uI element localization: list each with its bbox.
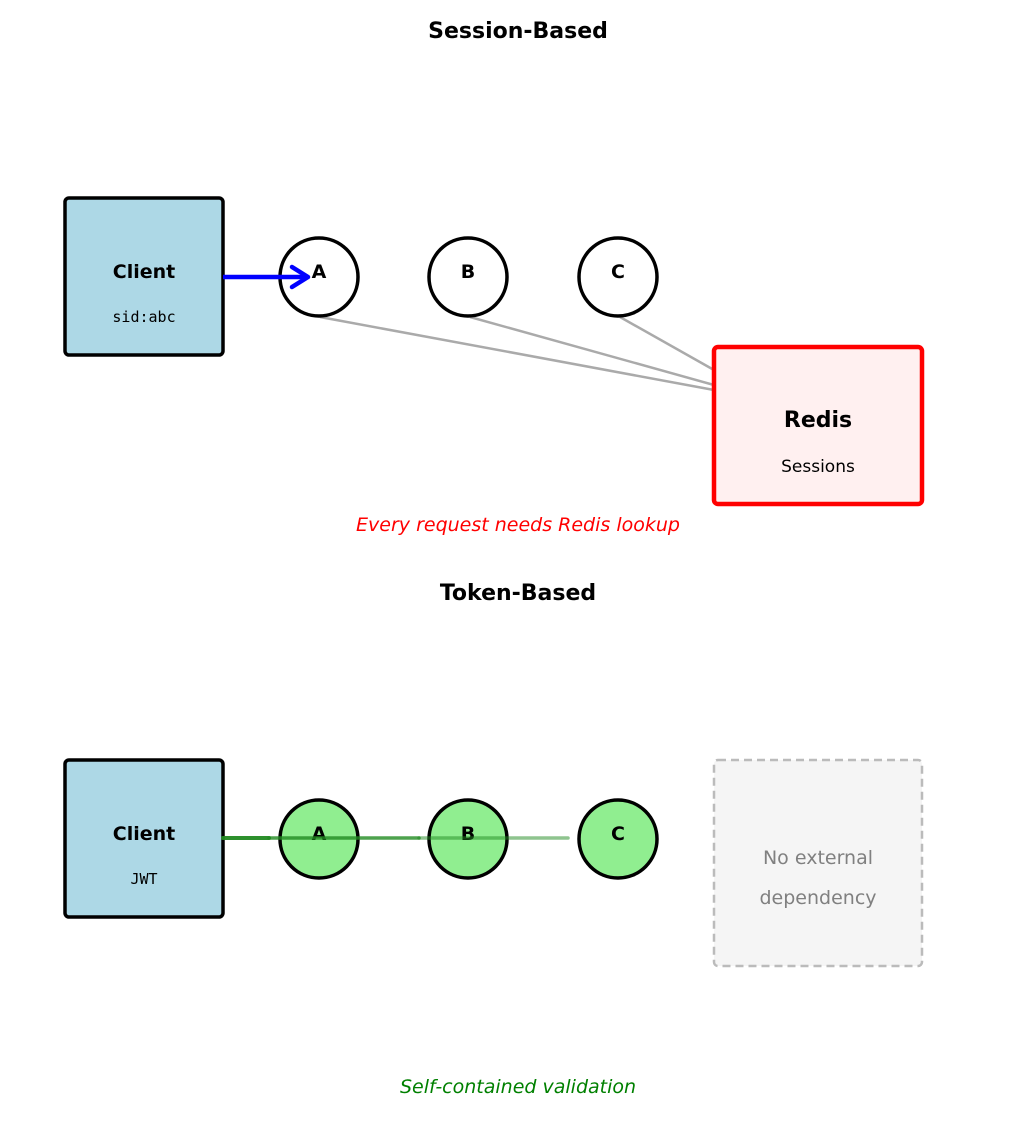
lookup-line-a: [319, 315, 715, 392]
token-client-label: Client: [113, 823, 175, 845]
redis-title: Redis: [784, 408, 852, 433]
lookup-line-b: [469, 315, 715, 387]
session-client-label: Client: [113, 261, 175, 283]
redis-store-box: Redis Sessions: [711, 344, 925, 507]
jwt-label: JWT: [130, 870, 157, 888]
server-a-label: A: [312, 261, 327, 283]
server-a-label: A: [312, 823, 327, 845]
token-caption: Self-contained validation: [400, 1076, 636, 1098]
token-title: Token-Based: [440, 581, 596, 606]
token-server-c: C: [577, 798, 659, 880]
session-panel: Session-Based Client sid:abc A B C: [63, 19, 925, 536]
no-dependency-box: No external dependency: [712, 758, 924, 968]
redis-subtitle: Sessions: [781, 457, 855, 477]
lookup-line-c: [619, 315, 715, 372]
session-id-label: sid:abc: [112, 308, 175, 326]
server-b-label: B: [461, 261, 475, 283]
token-client-box: Client JWT: [63, 758, 225, 919]
no-dependency-line2: dependency: [759, 887, 876, 909]
server-b-label: B: [461, 823, 475, 845]
server-c-label: C: [611, 261, 625, 283]
token-panel: Token-Based Client JWT A B C: [63, 581, 924, 1098]
request-arrow-icon: [223, 264, 311, 290]
session-title: Session-Based: [428, 19, 608, 44]
session-server-c: C: [577, 236, 659, 318]
session-server-b: B: [427, 236, 509, 318]
server-c-label: C: [611, 823, 625, 845]
session-caption: Every request needs Redis lookup: [356, 514, 680, 536]
no-dependency-line1: No external: [763, 847, 873, 869]
session-client-box: Client sid:abc: [63, 196, 225, 357]
